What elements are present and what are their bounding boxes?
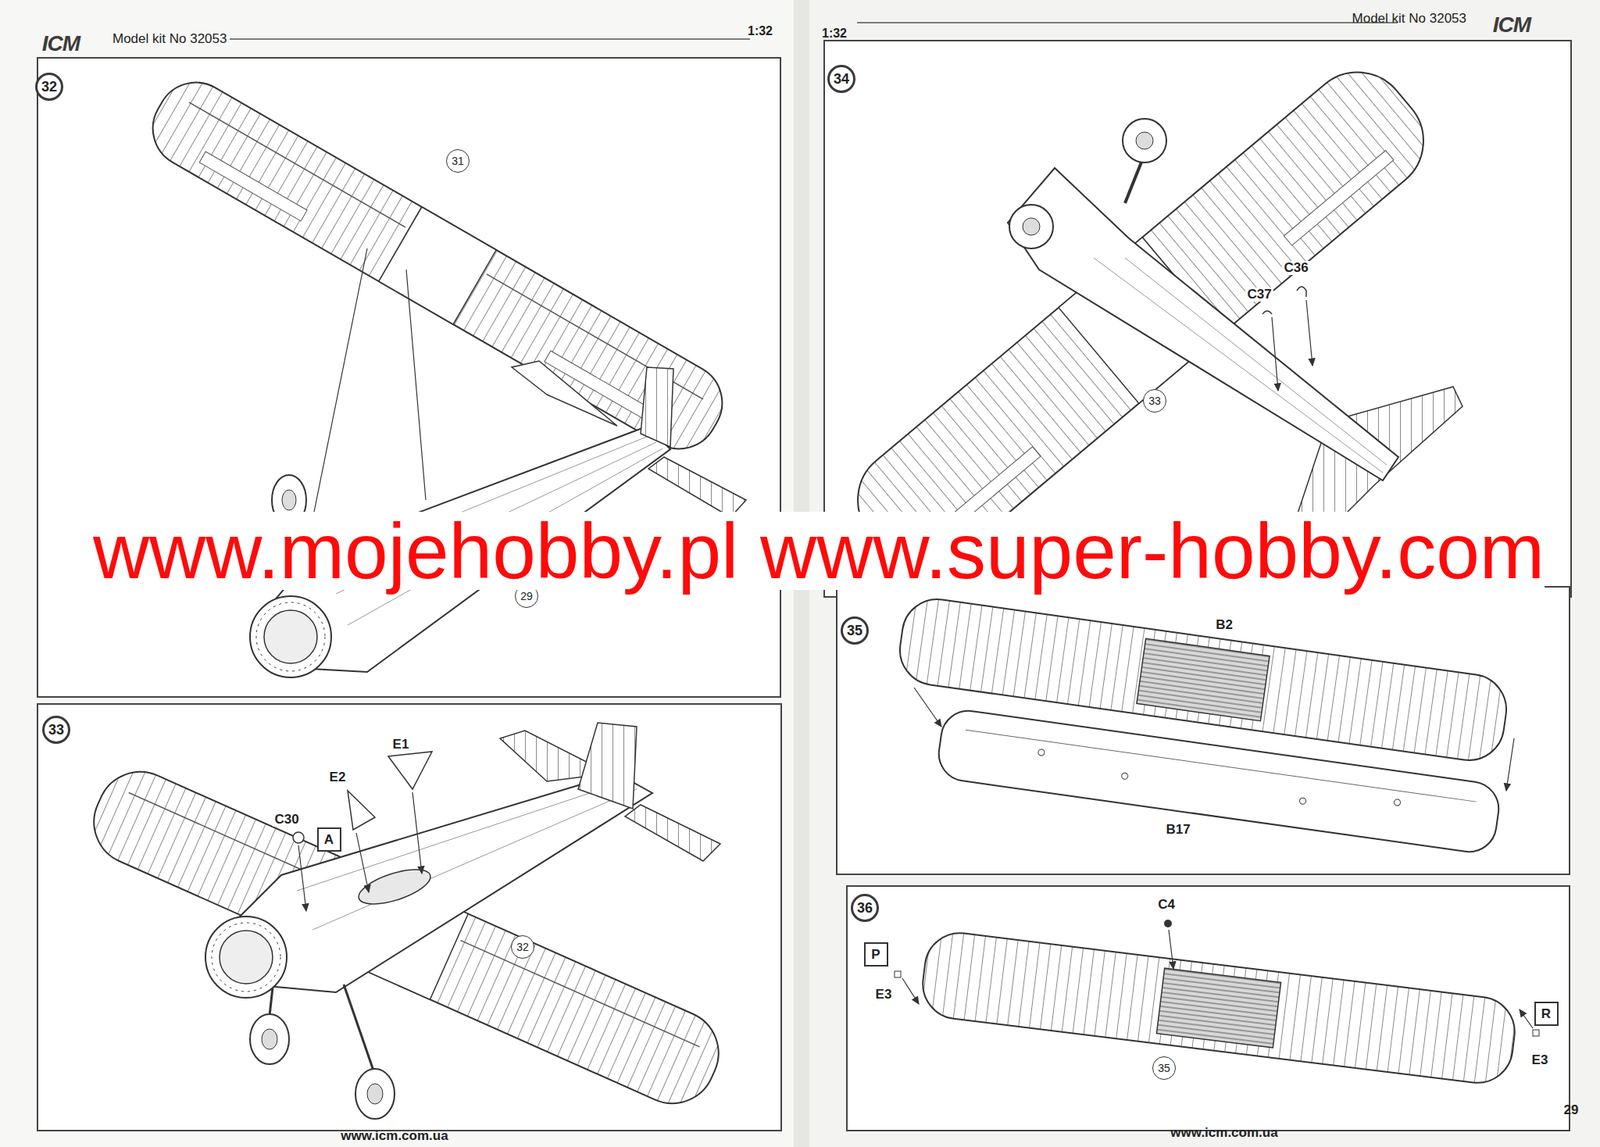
part-number: E3	[1530, 1053, 1550, 1068]
part-number: B17	[1164, 822, 1192, 838]
part-number: C37	[1245, 287, 1273, 303]
part-number: E1	[391, 737, 411, 753]
web-address: www.icm.com.ua	[340, 1128, 448, 1144]
part-number: C4	[1156, 897, 1177, 913]
part-letter-box: R	[1534, 1001, 1559, 1026]
part-number: C36	[1282, 260, 1310, 276]
callout-text: 36	[857, 900, 873, 915]
part-number: C30	[272, 812, 300, 828]
callout-text: A	[324, 832, 334, 847]
step-number: 34	[827, 64, 856, 93]
callout-text: 32	[516, 941, 529, 953]
callout-text: R	[1541, 1007, 1551, 1021]
callout-text: P	[871, 947, 880, 961]
scale-note: 1:32	[747, 24, 773, 39]
callout-text: 34	[833, 71, 850, 86]
subassembly-callout: 35	[1152, 1056, 1176, 1080]
part-number: B2	[1214, 617, 1235, 633]
step-number: 33	[42, 715, 71, 744]
step-number: 32	[35, 72, 64, 101]
callout-text: 29	[520, 590, 533, 602]
part-letter-box: A	[317, 827, 342, 852]
callout-text: 33	[1148, 395, 1161, 407]
subassembly-callout: 33	[1142, 389, 1167, 413]
callout-text: 35	[846, 623, 863, 638]
callout-text: 32	[41, 79, 58, 94]
callout-text: 31	[451, 155, 465, 167]
step-number: 35	[840, 616, 869, 645]
step-number: 36	[850, 893, 879, 922]
page-number: 29	[1564, 1103, 1579, 1118]
web-address: www.icm.com.ua	[1170, 1125, 1278, 1141]
part-number: E3	[874, 987, 894, 1003]
subassembly-callout: 32	[510, 935, 535, 959]
part-number: E2	[328, 770, 348, 786]
scale-note: 1:32	[821, 26, 847, 41]
watermark: www.mojehobby.pl www.super-hobby.com	[92, 511, 1545, 590]
kit-number: Model kit No 32053	[1352, 11, 1467, 27]
kit-number: Model kit No 32053	[112, 32, 227, 47]
brand-logo: ICM	[42, 32, 80, 57]
callout-text: 33	[48, 722, 65, 737]
brand-logo: ICM	[1492, 13, 1531, 38]
subassembly-callout: 31	[446, 149, 470, 173]
part-letter-box: P	[864, 942, 889, 967]
callout-text: 35	[1157, 1062, 1171, 1074]
